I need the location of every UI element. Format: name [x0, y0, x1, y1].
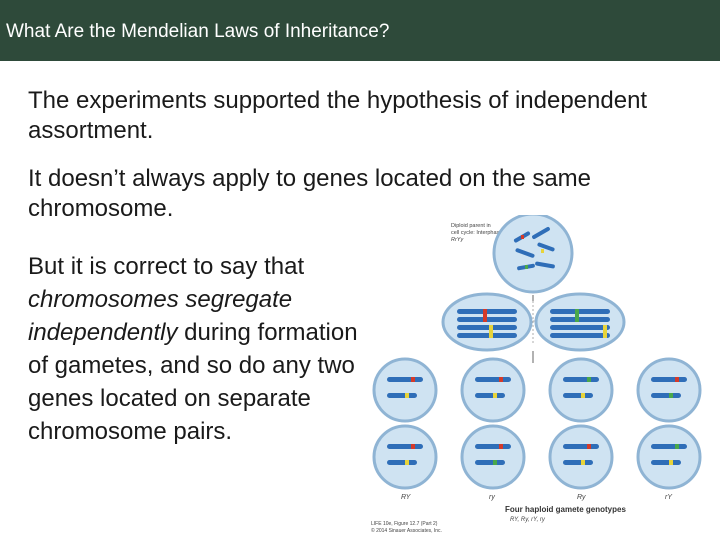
genotype-label-4: rY [665, 494, 673, 501]
paragraph-same-chromosome: It doesn’t always apply to genes located… [28, 165, 592, 222]
figure-caption-line1: Diploid parent in [451, 223, 491, 229]
meiosis-diagram: Diploid parent in cell cycle: Interphase… [371, 215, 702, 534]
gamete-genotypes-subheading: RY, Ry, rY, ry [510, 517, 546, 523]
title-bar: What Are the Mendelian Laws of Inheritan… [0, 0, 720, 61]
paragraph-independent-assortment: The experiments supported the hypothesis… [28, 87, 648, 144]
meiosis-figure: Diploid parent in cell cycle: Interphase… [365, 215, 710, 540]
slide-title: What Are the Mendelian Laws of Inheritan… [6, 21, 390, 42]
paragraph-text-part1: But it is correct to say that [28, 253, 305, 280]
figure-caption-line2: cell cycle: Interphase I [451, 230, 506, 236]
figure-credit-line2: © 2014 Sinauer Associates, Inc. [371, 527, 442, 534]
genotype-label-2: ry [489, 494, 495, 501]
genotype-label-3: Ry [577, 494, 586, 501]
gamete-cells-row2 [372, 424, 702, 490]
diploid-parent-cell [492, 215, 574, 294]
figure-caption-line3: RrYy [451, 237, 464, 243]
genotype-label-1: RY [401, 494, 412, 501]
metaphase-cell-right [534, 292, 626, 352]
gamete-genotypes-heading: Four haploid gamete genotypes [505, 505, 626, 514]
gamete-cells-row1 [372, 357, 702, 423]
paragraph-text-part2: during formation of gametes, and so do a… [28, 319, 358, 445]
figure-credit-line1: LIFE 10e, Figure 12.7 (Part 2) [371, 521, 438, 527]
paragraph-italic-emphasis: chromosomes segregate independently [28, 286, 293, 346]
paragraph-chromosomes-segregate: But it is correct to say that chromosome… [28, 250, 368, 448]
metaphase-cell-left [441, 292, 533, 352]
